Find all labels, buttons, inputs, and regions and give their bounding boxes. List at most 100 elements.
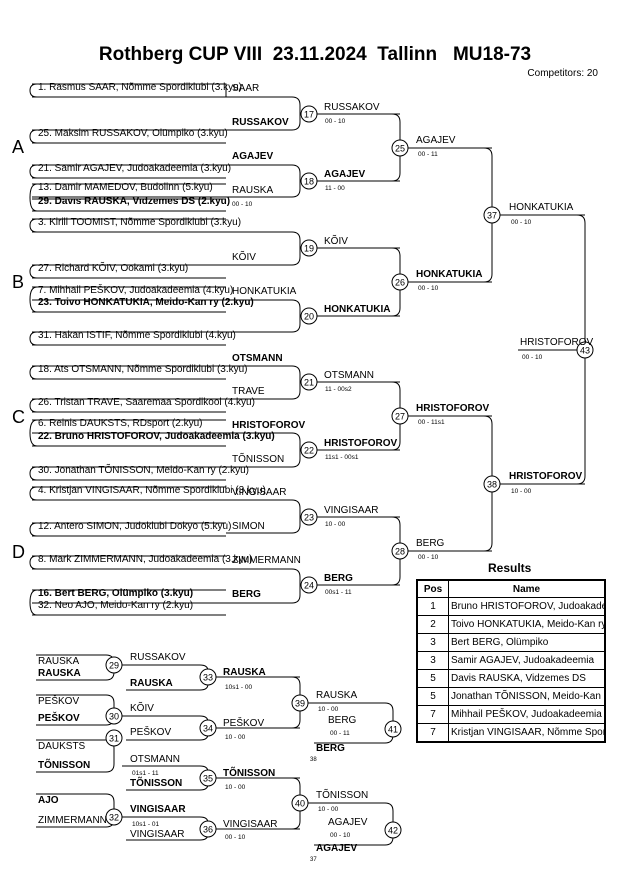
match-score: 10 - 00 — [325, 521, 346, 528]
match-winner: HRISTOFOROV — [509, 471, 582, 482]
first-round-score: 00 - 10 — [232, 201, 253, 208]
results-name: Kristjan VINGISAAR, Nõmme Spordiklubi — [448, 723, 606, 743]
results-header-name: Name — [448, 579, 606, 598]
match-score: 11s1 - 00s1 — [325, 454, 359, 461]
match-number: 43 — [580, 346, 590, 356]
repechage-entrant: PEŠKOV — [38, 694, 79, 707]
entrant-name: 7. Mihhail PEŠKOV, Judoakadeemia (4.kyu) — [38, 283, 233, 296]
entrant-slot-edge — [29, 589, 38, 616]
match-number: 36 — [203, 825, 213, 835]
entrant-slot-edge — [29, 486, 38, 501]
match-winner: BERG — [324, 573, 353, 584]
match-number: 23 — [304, 513, 314, 523]
match-number: 28 — [395, 547, 405, 557]
match-number-circle — [391, 273, 409, 291]
repechage-r3-winner: TÕNISSON — [316, 788, 368, 801]
repechage-score: 10s1 - 01 — [132, 821, 159, 828]
match-number: 34 — [203, 724, 213, 734]
repechage-entrant: RAUSKA — [38, 656, 79, 667]
entrant-name: 32. Neo AJO, Meido-Kan ry (2.kyu) — [38, 600, 193, 611]
match-bracket — [226, 365, 301, 400]
match-number-circle — [384, 821, 402, 839]
bronze-entrant: BERG — [316, 743, 345, 754]
match-winner: KÕIV — [324, 234, 348, 247]
entrant-slot-edge — [29, 286, 38, 313]
repechage-entrant: ZIMMERMANN — [38, 815, 107, 826]
match-winner: RUSSAKOV — [324, 102, 380, 113]
match-number: 19 — [304, 244, 314, 254]
match-number-circle — [300, 239, 318, 257]
entrant-name: 23. Toivo HONKATUKIA, Meido-Kan ry (2.ky… — [38, 297, 254, 308]
pool-label: B — [12, 272, 24, 292]
page-title: Rothberg CUP VIII 23.11.2024 Tallinn MU1… — [98, 44, 532, 65]
match-winner: AGAJEV — [324, 169, 365, 180]
entrant-name: 26. Tristan TRAVE, Saaremaa Spordikool (… — [38, 397, 255, 408]
entrant-slot-edge — [29, 555, 38, 570]
results-title: Results — [488, 561, 532, 575]
repechage-score: 00 - 10 — [330, 832, 351, 839]
bronze-entrant: AGAJEV — [328, 817, 368, 828]
bronze-entrant: AGAJEV — [316, 843, 357, 854]
entrant-name: 16. Bert BERG, Olümpiko (3.kyu) — [38, 588, 193, 599]
match-number: 39 — [295, 699, 305, 709]
entrant-name: 31. Hakan ISTIF, Nõmme Spordiklubi (4.ky… — [38, 330, 236, 341]
repechage-r2-winner: RAUSKA — [223, 667, 266, 678]
repechage-entrant: TÕNISSON — [38, 758, 90, 771]
match-number: 24 — [304, 581, 314, 591]
match-number-circle — [391, 542, 409, 560]
match-winner: HRISTOFOROV — [324, 438, 397, 449]
match-number: 40 — [295, 799, 305, 809]
match-number: 31 — [109, 734, 119, 744]
match-number-circle — [300, 441, 318, 459]
match-score: 00 - 10 — [418, 554, 439, 561]
first-round-label: HONKATUKIA — [232, 286, 297, 297]
first-round-label: AGAJEV — [232, 151, 273, 162]
match-number: 33 — [203, 673, 213, 683]
first-round-label: ZIMMERMANN — [232, 555, 301, 566]
entrant-name: 18. Ats OTSMANN, Nõmme Spordiklubi (3.ky… — [38, 364, 248, 375]
results-name: Bruno HRISTOFOROV, Judoakadeemia — [448, 597, 606, 616]
first-round-label: RUSSAKOV — [232, 117, 289, 128]
match-number: 37 — [487, 211, 497, 221]
entrant-name: 21. Samir AGAJEV, Judoakadeemia (3.kyu) — [38, 163, 231, 174]
pool-label: D — [12, 542, 25, 562]
match-number-circle — [483, 475, 501, 493]
match-number-circle — [391, 139, 409, 157]
match-winner: VINGISAAR — [324, 505, 378, 516]
entrant-slot-line — [32, 83, 227, 97]
entrant-slot-edge — [29, 331, 38, 346]
results-name: Jonathan TÕNISSON, Meido-Kan ry — [448, 687, 606, 706]
match-number-circle — [105, 729, 123, 747]
repechage-score: 10 - 00 — [225, 734, 246, 741]
first-round-label: TÕNISSON — [232, 452, 284, 465]
entrant-slot-edge — [29, 183, 38, 212]
repechage-r2-entrant: TÕNISSON — [130, 776, 182, 789]
match-score: 00 - 10 — [511, 219, 532, 226]
match-score: 10 - 00 — [511, 488, 532, 495]
match-number: 29 — [109, 661, 119, 671]
first-round-label: BERG — [232, 589, 261, 600]
first-round-label: SAAR — [232, 83, 259, 94]
repechage-r2-entrant: VINGISAAR — [130, 829, 184, 840]
match-number: 27 — [395, 412, 405, 422]
final-winner: HRISTOFOROV — [520, 337, 593, 348]
match-number: 22 — [304, 446, 314, 456]
first-round-label: RAUSKA — [232, 185, 273, 196]
repechage-entrant: PEŠKOV — [38, 711, 80, 724]
repechage-r2-entrant: RAUSKA — [130, 678, 173, 689]
entrant-name: 6. Reinis DAUKSTS, RDsport (2.kyu) — [38, 418, 203, 429]
match-score: 00 - 10 — [325, 118, 346, 125]
repechage-score: 10 - 00 — [318, 706, 339, 713]
match-number: 20 — [304, 312, 314, 322]
match-bracket — [226, 299, 301, 333]
entrant-name: 3. Kirill TOOMIST, Nõmme Spordiklubi (3.… — [38, 217, 241, 228]
repechage-r2-winner: TÕNISSON — [223, 766, 275, 779]
match-number: 25 — [395, 144, 405, 154]
repechage-r2-entrant: OTSMANN — [130, 754, 180, 765]
match-score: 00 - 10 — [418, 285, 439, 292]
match-winner: OTSMANN — [324, 370, 374, 381]
